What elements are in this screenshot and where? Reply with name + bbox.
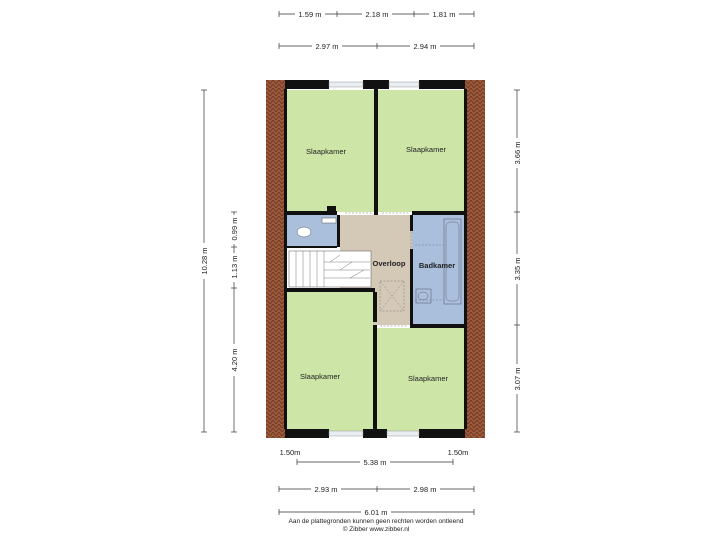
dim-bottom-small-right: 1.50m	[448, 448, 469, 457]
label-bedroom-top-left: Slaapkamer	[306, 147, 347, 156]
dim-top-1: 1.59 m	[299, 10, 322, 19]
doors	[345, 212, 412, 327]
bathroom-fixtures	[415, 218, 462, 305]
bedroom-top-left	[287, 90, 374, 212]
top-dimensions: 1.59 m 2.18 m 1.81 m 2.97 m 2.94 m	[278, 9, 475, 51]
roof-right	[464, 80, 485, 438]
dim-top-5: 2.94 m	[414, 42, 437, 51]
dim-left-b: 1.13 m	[230, 256, 239, 279]
dim-left-lower: 4.20 m	[230, 349, 239, 372]
left-dimensions: 10.28 m 0.99 m 1.13 m 4.20 m	[199, 89, 239, 433]
dim-bottom-small-left: 1.50m	[280, 448, 301, 457]
footer-disclaimer: Aan de plattegronden kunnen geen rechten…	[289, 518, 464, 525]
dim-bottom-inner: 5.38 m	[364, 458, 387, 467]
stairs	[288, 250, 372, 288]
dim-right-top: 3.66 m	[513, 142, 522, 165]
label-bathroom: Badkamer	[419, 261, 455, 270]
right-dimensions: 3.66 m 3.35 m 3.07 m	[512, 89, 522, 433]
label-landing: Overloop	[373, 259, 406, 268]
toilet-fixtures	[296, 217, 337, 238]
roof-left	[266, 80, 287, 438]
bedroom-bottom-left	[287, 292, 373, 432]
dim-bottom-left: 2.93 m	[315, 485, 338, 494]
dim-left-a: 0.99 m	[230, 218, 239, 241]
label-bedroom-bottom-right: Slaapkamer	[408, 374, 449, 383]
label-bedroom-top-right: Slaapkamer	[406, 145, 447, 154]
room-labels: Slaapkamer Slaapkamer Overloop Badkamer …	[300, 145, 455, 383]
landing-hatch	[379, 280, 405, 312]
dim-bottom-right: 2.98 m	[414, 485, 437, 494]
label-bedroom-bottom-left: Slaapkamer	[300, 372, 341, 381]
walls	[284, 80, 467, 438]
dim-bottom-overall: 6.01 m	[365, 508, 388, 517]
dim-top-3: 1.81 m	[433, 10, 456, 19]
dim-left-overall: 10.28 m	[200, 247, 209, 274]
bedroom-bottom-right	[376, 328, 464, 432]
dim-top-2: 2.18 m	[366, 10, 389, 19]
footer-copyright: © Zibber www.zibber.nl	[343, 525, 410, 533]
footer: Aan de plattegronden kunnen geen rechten…	[289, 518, 464, 533]
bedroom-top-right	[378, 90, 464, 212]
bottom-dimensions: 1.50m 1.50m 5.38 m 2.93 m 2.98 m 6.01 m	[278, 448, 475, 517]
bathroom-area	[412, 215, 464, 325]
dim-top-4: 2.97 m	[316, 42, 339, 51]
dim-right-bottom: 3.07 m	[513, 368, 522, 391]
dim-right-mid: 3.35 m	[513, 258, 522, 281]
